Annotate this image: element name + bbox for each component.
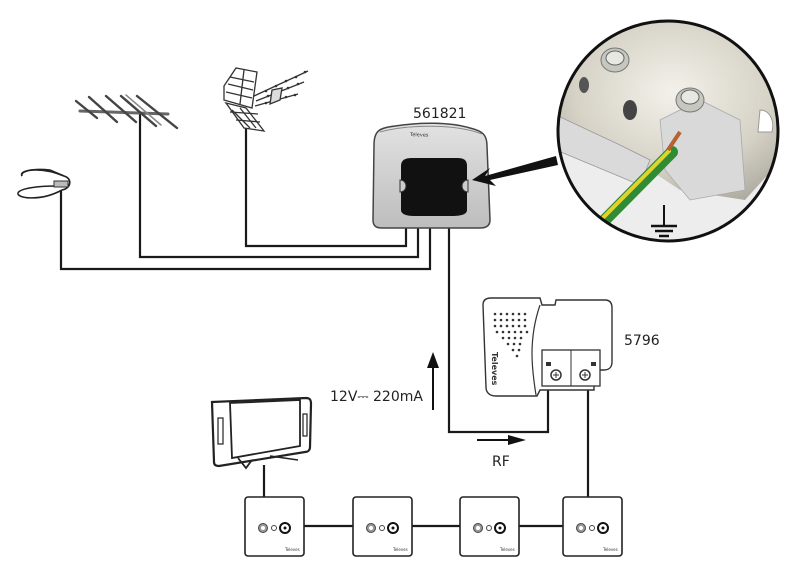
rf-label: RF: [492, 454, 510, 470]
wall-outlet-1: Televes: [244, 496, 305, 557]
rf-annotation: RF: [477, 435, 526, 470]
outlet-brand: Televes: [284, 547, 300, 552]
amplifier-brand: Televes: [409, 132, 429, 139]
outlet-brand: Televes: [602, 547, 618, 552]
wire-vhf: [138, 114, 420, 259]
vhf-antenna: [74, 94, 179, 130]
power-supply-5796: 5796 Televes: [482, 297, 660, 397]
outlet-brand: Televes: [499, 547, 515, 552]
wire-amp-to-psu: [447, 222, 550, 434]
ground-connection-detail: [556, 19, 780, 243]
uhf-antenna: [223, 67, 309, 132]
wire-uhf: [244, 128, 408, 248]
wall-outlet-4: Televes: [562, 496, 623, 557]
wall-outlet-2: Televes: [352, 496, 413, 557]
satellite-dish: [17, 168, 71, 199]
amplifier-model-label: 561821: [413, 106, 466, 122]
detail-arrow: [472, 156, 558, 186]
vent-holes: [493, 312, 529, 358]
rf-direction-arrow: [508, 435, 526, 445]
wall-outlet-3: Televes: [459, 496, 520, 557]
power-supply-brand: Televes: [490, 352, 499, 386]
wire-dish: [59, 190, 432, 271]
amplifier-561821: 561821 Televes: [372, 106, 491, 229]
power-direction-arrow: [427, 352, 439, 368]
wall-outlets: Televes Televes Televes Televes: [244, 496, 623, 557]
outlet-brand: Televes: [392, 547, 408, 552]
television: [210, 396, 313, 470]
power-supply-model-label: 5796: [624, 333, 660, 349]
wires: [59, 114, 590, 528]
power-rating-label: 12V⎓ 220mA: [330, 389, 423, 405]
power-annotation: 12V⎓ 220mA: [330, 352, 439, 410]
